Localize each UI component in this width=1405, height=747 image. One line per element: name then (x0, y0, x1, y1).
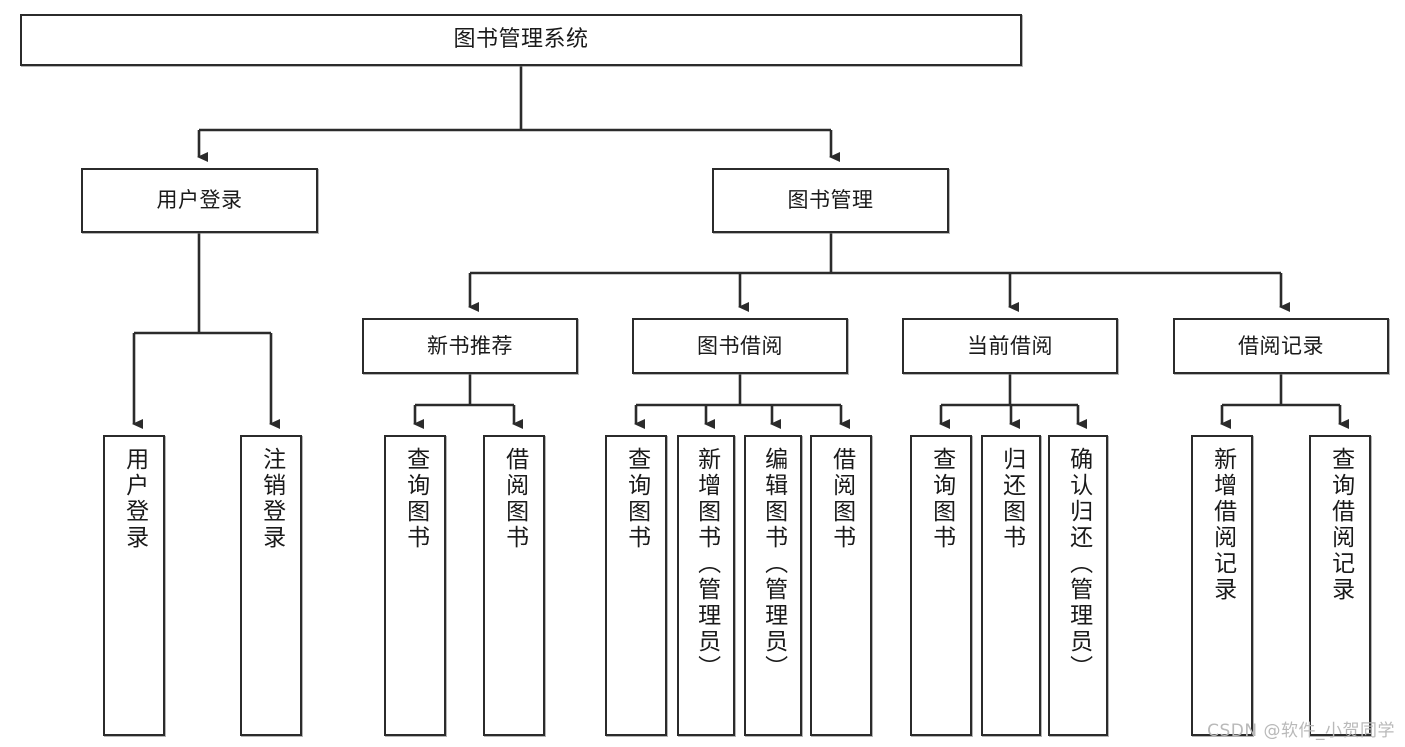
node-label: 借阅图书 (828, 447, 855, 551)
node-label: 图书借阅 (697, 333, 783, 358)
node-borrow-record[interactable]: 借阅记录 (1173, 318, 1389, 374)
node-label: 用户登录 (121, 447, 148, 551)
node-label: 新书推荐 (427, 333, 513, 358)
node-label: 归还图书 (998, 447, 1025, 551)
node-label: 新增借阅记录 (1209, 447, 1236, 603)
node-label: 编辑图书（管理员） (760, 447, 787, 681)
node-leaf-edit-book[interactable]: 编辑图书（管理员） (744, 435, 802, 736)
node-leaf-confirm-return[interactable]: 确认归还（管理员） (1048, 435, 1108, 736)
node-leaf-add-book[interactable]: 新增图书（管理员） (677, 435, 735, 736)
node-leaf-borrow-book-2[interactable]: 借阅图书 (810, 435, 872, 736)
node-current-borrow[interactable]: 当前借阅 (902, 318, 1118, 374)
node-label: 图书管理 (787, 188, 874, 213)
node-label: 查询图书 (623, 447, 650, 551)
node-leaf-add-record[interactable]: 新增借阅记录 (1191, 435, 1253, 736)
node-label: 查询借阅记录 (1327, 447, 1354, 603)
node-label: 确认归还（管理员） (1065, 447, 1092, 681)
node-leaf-user-logout[interactable]: 注销登录 (240, 435, 302, 736)
node-leaf-user-login[interactable]: 用户登录 (103, 435, 165, 736)
node-label: 查询图书 (402, 447, 429, 551)
node-book-borrow[interactable]: 图书借阅 (632, 318, 848, 374)
node-label: 图书管理系统 (453, 27, 589, 53)
node-leaf-query-book-2[interactable]: 查询图书 (605, 435, 667, 736)
node-label: 借阅图书 (501, 447, 528, 551)
node-leaf-query-record[interactable]: 查询借阅记录 (1309, 435, 1371, 736)
node-label: 新增图书（管理员） (693, 447, 720, 681)
node-root-system[interactable]: 图书管理系统 (20, 14, 1022, 66)
node-leaf-borrow-book-1[interactable]: 借阅图书 (483, 435, 545, 736)
node-leaf-query-book-1[interactable]: 查询图书 (384, 435, 446, 736)
watermark-text: CSDN @软件_小贺同学 (1207, 721, 1395, 741)
node-label: 借阅记录 (1238, 333, 1324, 358)
node-user-login[interactable]: 用户登录 (81, 168, 318, 233)
node-new-book-rec[interactable]: 新书推荐 (362, 318, 578, 374)
node-leaf-query-book-3[interactable]: 查询图书 (910, 435, 972, 736)
node-label: 当前借阅 (967, 333, 1053, 358)
node-label: 查询图书 (928, 447, 955, 551)
node-label: 注销登录 (258, 447, 285, 551)
node-leaf-return-book[interactable]: 归还图书 (981, 435, 1041, 736)
node-book-manage[interactable]: 图书管理 (712, 168, 949, 233)
node-label: 用户登录 (156, 188, 243, 213)
